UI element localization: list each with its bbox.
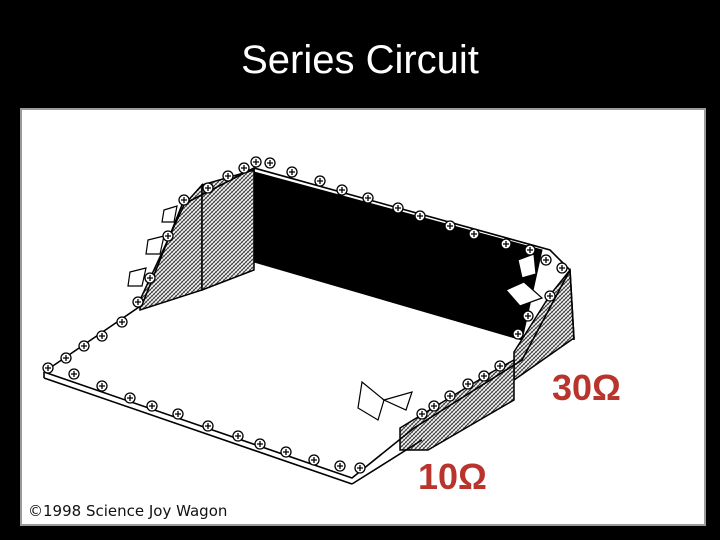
plus-sign: [165, 233, 171, 239]
current-flags: [127, 205, 544, 421]
plus-sign: [205, 185, 211, 191]
plus-sign: [135, 299, 141, 305]
plus-sign: [339, 187, 345, 193]
circuit-path: [43, 167, 575, 485]
plus-sign: [431, 403, 437, 409]
plus-sign: [99, 333, 105, 339]
plus-sign: [471, 231, 477, 237]
plus-sign: [357, 465, 363, 471]
plus-sign: [515, 331, 521, 337]
plus-sign: [71, 371, 77, 377]
plus-sign: [317, 178, 323, 184]
plus-sign: [127, 395, 133, 401]
plus-sign: [235, 433, 241, 439]
plus-sign: [447, 223, 453, 229]
plus-sign: [481, 373, 487, 379]
plus-sign: [81, 343, 87, 349]
positive-charges: [42, 156, 568, 474]
plus-sign: [149, 403, 155, 409]
plus-sign: [497, 363, 503, 369]
plus-sign: [63, 355, 69, 361]
plus-sign: [559, 265, 565, 271]
plus-sign: [525, 313, 531, 319]
plus-sign: [337, 463, 343, 469]
slide-title: Series Circuit: [241, 38, 479, 82]
plus-sign: [311, 457, 317, 463]
plus-sign: [267, 160, 273, 166]
plus-sign: [543, 257, 549, 263]
plus-sign: [465, 381, 471, 387]
circuit-figure: 30Ω 10Ω ©1998 Science Joy Wagon: [20, 108, 706, 526]
copyright-notice: ©1998 Science Joy Wagon: [28, 502, 228, 520]
circuit-illustration: [42, 156, 575, 485]
plus-sign: [257, 441, 263, 447]
resistor-10-label: 10Ω: [418, 456, 487, 497]
plus-sign: [241, 165, 247, 171]
plus-sign: [417, 213, 423, 219]
plus-sign: [225, 173, 231, 179]
plus-sign: [99, 383, 105, 389]
plus-sign: [283, 449, 289, 455]
plus-sign: [289, 169, 295, 175]
plus-sign: [175, 411, 181, 417]
plus-sign: [419, 411, 425, 417]
plus-sign: [447, 393, 453, 399]
plus-sign: [365, 195, 371, 201]
plus-sign: [45, 365, 51, 371]
plus-sign: [395, 205, 401, 211]
plus-sign: [119, 319, 125, 325]
plus-sign: [547, 293, 553, 299]
resistor-30-label: 30Ω: [552, 367, 621, 408]
plus-sign: [527, 247, 533, 253]
plus-sign: [181, 197, 187, 203]
plus-sign: [205, 423, 211, 429]
plus-sign: [503, 241, 509, 247]
plus-sign: [253, 159, 259, 165]
plus-sign: [147, 275, 153, 281]
